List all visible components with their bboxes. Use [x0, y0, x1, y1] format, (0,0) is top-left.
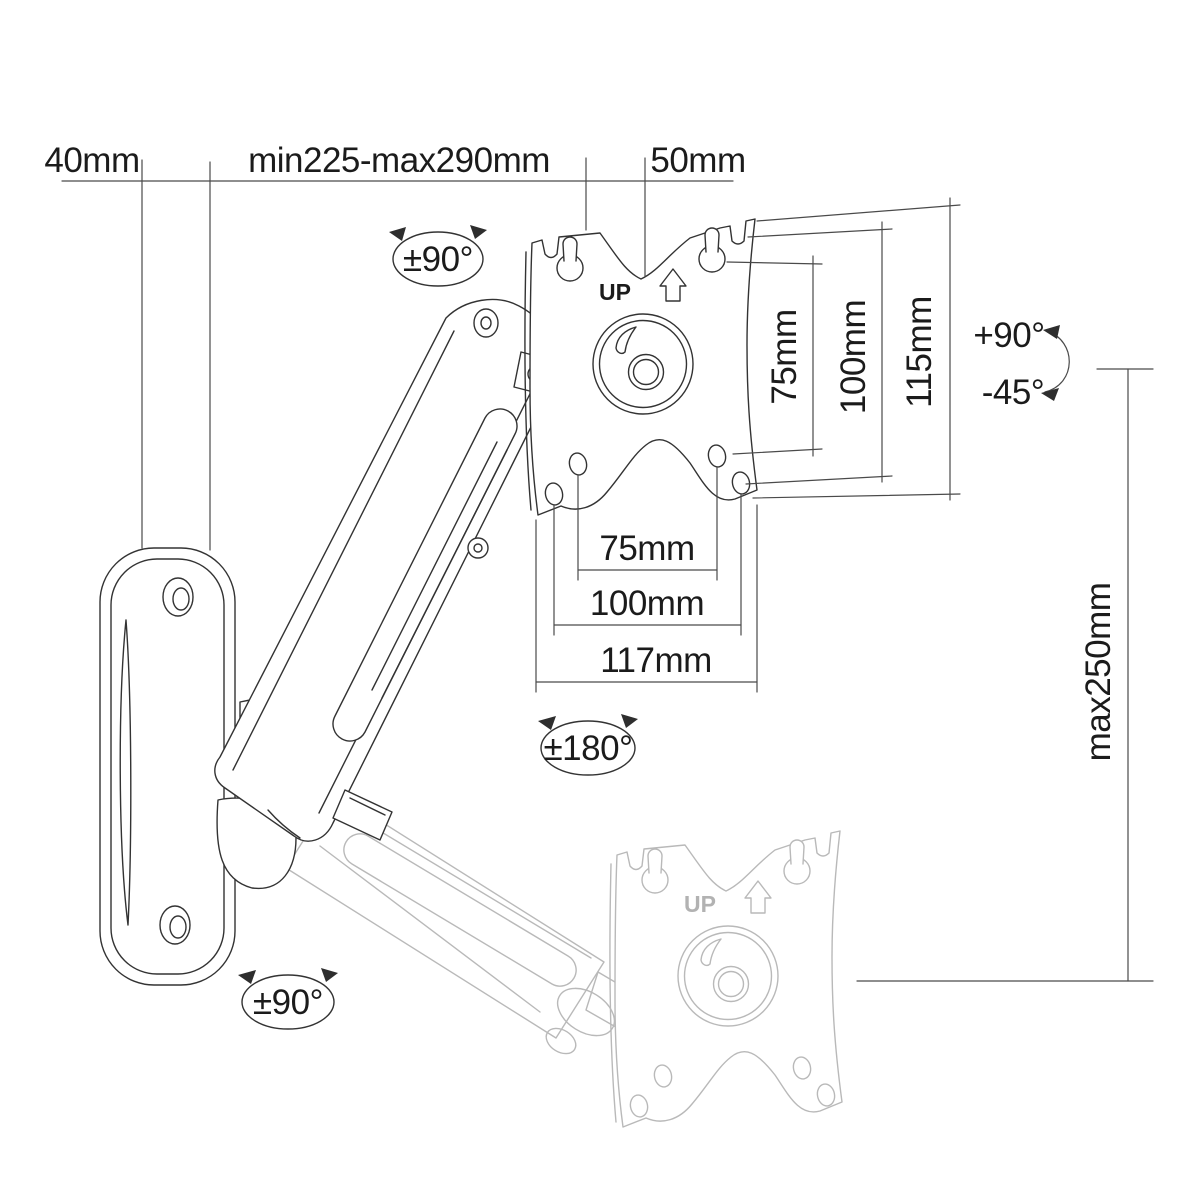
wall-screw-top-inner	[172, 587, 190, 611]
ghost-arm-bevel-bottom	[319, 845, 541, 1013]
ghost-up-label: UP	[684, 891, 716, 917]
vesa-hole	[568, 452, 588, 476]
label-plate-width: 117mm	[600, 641, 712, 680]
wall-screw-bottom-inner	[169, 915, 187, 939]
ghost-head-pin	[545, 1027, 577, 1055]
rotation-arrowhead	[238, 970, 256, 984]
ghost-position: UP	[285, 791, 843, 1128]
ghost-hole	[629, 1094, 649, 1118]
arm-latch-line	[349, 797, 386, 816]
ghost-head-cylinder	[556, 987, 616, 1037]
keyhole-right-slot	[704, 227, 720, 253]
ext-line	[732, 448, 823, 455]
ext-line	[726, 261, 823, 265]
label-plate-height: 115mm	[900, 296, 939, 408]
ext-line	[745, 475, 893, 485]
label-plate-offset: 50mm	[650, 141, 745, 180]
rotation-ellipse-wall	[241, 974, 335, 1030]
label-wall-depth: 40mm	[44, 141, 139, 180]
label-tilt-down: -45°	[982, 373, 1045, 412]
label-vesa-75-horizontal: 75mm	[599, 529, 694, 568]
vesa-hole	[544, 482, 564, 506]
label-vertical-travel: max250mm	[1079, 583, 1118, 762]
rotation-annotations	[238, 225, 638, 1030]
ghost-hub-inner	[683, 931, 773, 1021]
ext-line	[747, 228, 893, 238]
wall-screw-bottom	[159, 905, 191, 945]
gas-spring-arm	[214, 298, 574, 842]
up-arrow-icon	[659, 268, 687, 302]
ghost-hub-slot	[700, 938, 722, 967]
ghost-keyhole-left-slot	[647, 848, 663, 874]
label-plate-rotation: ±180°	[543, 729, 632, 768]
ghost-hole	[653, 1064, 673, 1088]
arm-bevel-upper	[232, 330, 455, 771]
rotation-ellipse-plate	[540, 720, 636, 776]
hub-inner	[598, 319, 688, 409]
rotation-arrowhead	[621, 714, 638, 728]
dimension-labels: 40mm min225-max290mm 50mm 75mm 100mm 115…	[44, 141, 1118, 1022]
spring-screw-inner	[473, 543, 483, 553]
ext-line	[752, 493, 961, 499]
wall-screw-top	[162, 577, 194, 617]
ghost-arm-spring-window	[343, 833, 577, 987]
up-label: UP	[599, 279, 631, 305]
label-arm-reach: min225-max290mm	[248, 141, 550, 180]
label-arm-top-swivel: ±90°	[403, 240, 473, 279]
tilt-arrowhead	[1041, 388, 1059, 401]
wall-plate-lens	[119, 619, 132, 926]
ghost-plate-outline	[614, 830, 843, 1128]
ghost-hub-outer	[677, 925, 779, 1027]
label-tilt-up: +90°	[973, 316, 1044, 355]
ghost-hub-boss-inner	[717, 970, 745, 998]
label-wall-swivel: ±90°	[253, 983, 323, 1022]
dimension-lines	[61, 157, 1154, 982]
spring-rod	[381, 449, 508, 699]
arm-spring-window	[332, 408, 518, 742]
head-pin	[473, 308, 499, 338]
arm-latch	[332, 789, 393, 841]
ghost-vesa-plate: UP	[609, 830, 843, 1128]
vesa-plate: UP	[524, 218, 758, 516]
vesa-hole	[707, 444, 727, 468]
rotation-arrowhead	[470, 225, 487, 239]
label-vesa-100-vertical: 100mm	[834, 300, 873, 414]
hub-slot	[615, 326, 637, 355]
ghost-arm-body	[285, 791, 605, 1039]
tilt-arc	[1044, 330, 1070, 393]
vesa-hole	[731, 471, 751, 495]
hub-boss-inner	[632, 358, 660, 386]
ghost-arm-bevel-top	[344, 809, 592, 959]
plate-edge	[524, 251, 532, 511]
rotation-arrowhead	[389, 227, 406, 241]
ghost-keyhole-right-slot	[789, 839, 805, 865]
ghost-up-arrow-icon	[744, 880, 772, 914]
spring-rod	[371, 441, 498, 691]
rotation-ellipse-arm-top	[392, 231, 484, 287]
rotation-arrowhead	[321, 968, 338, 982]
hub-outer	[592, 313, 694, 415]
rotation-arrowhead	[538, 716, 556, 730]
ghost-hole	[792, 1056, 812, 1080]
keyhole-left-slot	[562, 236, 578, 262]
ghost-hub-boss	[712, 965, 750, 1003]
arm-body	[214, 298, 560, 842]
boot-curve	[267, 809, 301, 839]
tilt-arrowhead	[1043, 325, 1060, 339]
ghost-plate-edge	[609, 863, 617, 1123]
label-vesa-100-horizontal: 100mm	[590, 584, 704, 623]
ghost-hole	[816, 1083, 836, 1107]
spring-screw	[467, 537, 489, 559]
label-vesa-75-vertical: 75mm	[765, 309, 804, 404]
ext-line	[756, 204, 961, 222]
head-pin-inner	[480, 316, 492, 330]
